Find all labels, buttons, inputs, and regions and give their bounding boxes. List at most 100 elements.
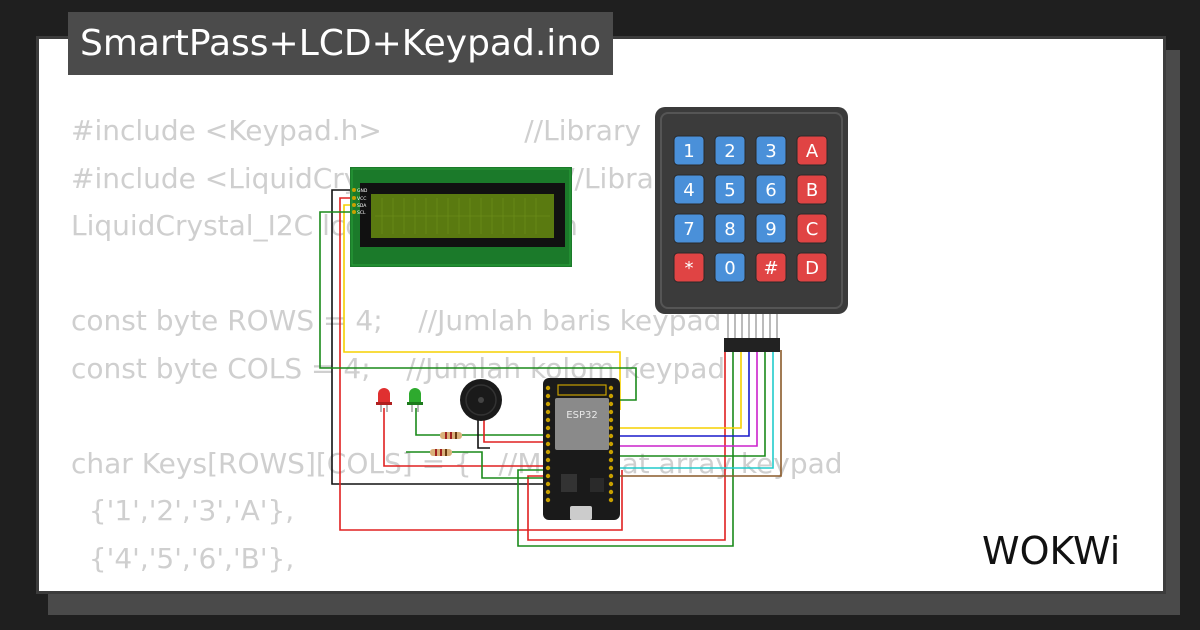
wire-buzzer-gnd (477, 420, 490, 449)
wire-keypad-7 (620, 350, 774, 469)
lcd-module: GND VCC SDA SCL (350, 167, 572, 267)
keypad-key[interactable] (673, 174, 705, 205)
resistor-2 (430, 449, 452, 456)
keypad-key-label: 1 (683, 141, 694, 162)
keypad-key-label: 7 (683, 219, 694, 240)
keypad-key[interactable] (714, 213, 746, 244)
keypad-header (724, 338, 780, 352)
keypad-key[interactable] (796, 213, 828, 244)
keypad-key[interactable] (673, 252, 705, 283)
project-card[interactable]: #include <Keypad.h> //Library#include <L… (36, 36, 1166, 594)
keypad-key[interactable] (755, 252, 787, 283)
keypad-key[interactable] (755, 213, 787, 244)
lcd-pin-scl: SCL (357, 210, 366, 216)
resistor-1 (440, 432, 462, 439)
lcd-pin-vcc: VCC (357, 196, 366, 202)
wire-keypad-5 (620, 350, 758, 447)
code-line: {'7','8','9','C'}, (71, 582, 843, 591)
wire-keypad-2 (517, 350, 734, 547)
keypad-key-label: 8 (724, 219, 735, 240)
keypad-key-label: 0 (724, 258, 735, 279)
esp32-pin (608, 393, 614, 399)
keypad-key[interactable] (755, 174, 787, 205)
esp32-pin (608, 401, 614, 407)
keypad-key[interactable] (714, 252, 746, 283)
esp32-pin (545, 481, 551, 487)
wokwi-logo-text: WOKWi (982, 529, 1120, 573)
keypad-key[interactable] (673, 135, 705, 166)
esp32-pin (545, 401, 551, 407)
keypad-key-label: 2 (724, 141, 735, 162)
esp32-pin (608, 481, 614, 487)
esp32-pin (608, 425, 614, 431)
esp32-pin (545, 433, 551, 439)
wire-sda (343, 204, 621, 410)
esp32-pin (608, 385, 614, 391)
keypad-key[interactable] (796, 135, 828, 166)
lcd-pin-gnd: GND (357, 188, 368, 194)
wire-keypad-3 (620, 350, 742, 429)
keypad-key[interactable] (796, 252, 828, 283)
code-line: {'4','5','6','B'}, (71, 541, 295, 575)
keypad-key[interactable] (714, 174, 746, 205)
wire-gnd (331, 189, 545, 485)
wire-keypad-6 (620, 350, 766, 457)
esp32-pin (608, 457, 614, 463)
keypad-key-label: B (806, 180, 818, 201)
wire-led-red (383, 408, 545, 467)
keypad-key-label: * (685, 258, 694, 279)
keypad-key-label: 9 (765, 219, 776, 240)
esp32-pin (545, 417, 551, 423)
esp32-pin (545, 409, 551, 415)
keypad-key-label: # (763, 258, 778, 279)
keypad-key-label: A (806, 141, 819, 162)
esp32-pin (545, 489, 551, 495)
red-led (376, 388, 392, 412)
wire-buzzer (483, 420, 545, 443)
keypad-key-label: C (806, 219, 819, 240)
esp32-pins-right (608, 385, 614, 503)
esp32-label: ESP32 (566, 410, 597, 421)
esp32-pin (545, 385, 551, 391)
wire-led-green (415, 408, 440, 436)
esp32-pin (608, 441, 614, 447)
wire-scl (319, 211, 637, 401)
esp32-pin (545, 425, 551, 431)
wire-vcc (339, 197, 623, 531)
esp32-pin (608, 417, 614, 423)
esp32-pin (545, 473, 551, 479)
keypad-key[interactable] (796, 174, 828, 205)
esp32-pin (545, 465, 551, 471)
keypad-key[interactable] (673, 213, 705, 244)
esp32-pin (608, 489, 614, 495)
esp32-pin (608, 497, 614, 503)
esp32-pin (545, 497, 551, 503)
esp32-pin (608, 473, 614, 479)
project-title: SmartPass+LCD+Keypad.ino (68, 12, 614, 75)
keypad-key-label: 6 (765, 180, 776, 201)
esp32-pin (545, 393, 551, 399)
code-preview: #include <Keypad.h> //Library#include <L… (71, 107, 843, 591)
keypad-key-label: 3 (765, 141, 776, 162)
esp32-pin (545, 449, 551, 455)
wire-keypad-8 (620, 350, 782, 477)
code-line: {'1','2','3','A'}, (71, 494, 295, 527)
esp32-pin (608, 409, 614, 415)
wire-keypad-4 (620, 350, 750, 437)
wires (319, 189, 782, 547)
green-led (407, 388, 423, 412)
wokwi-logo: WOKWi (982, 529, 1120, 573)
esp32-pin (545, 457, 551, 463)
lcd-pin-sda: SDA (357, 203, 367, 209)
keypad-key-label: D (805, 258, 819, 279)
code-line: char Keys[ROWS][COLS] = { //Membuat arra… (71, 446, 843, 480)
esp32-pins-left (545, 385, 551, 503)
keypad-key[interactable] (755, 135, 787, 166)
buzzer (460, 379, 502, 421)
keypad-key[interactable] (714, 135, 746, 166)
esp32-pin (545, 441, 551, 447)
keypad-key-label: 5 (724, 180, 735, 201)
